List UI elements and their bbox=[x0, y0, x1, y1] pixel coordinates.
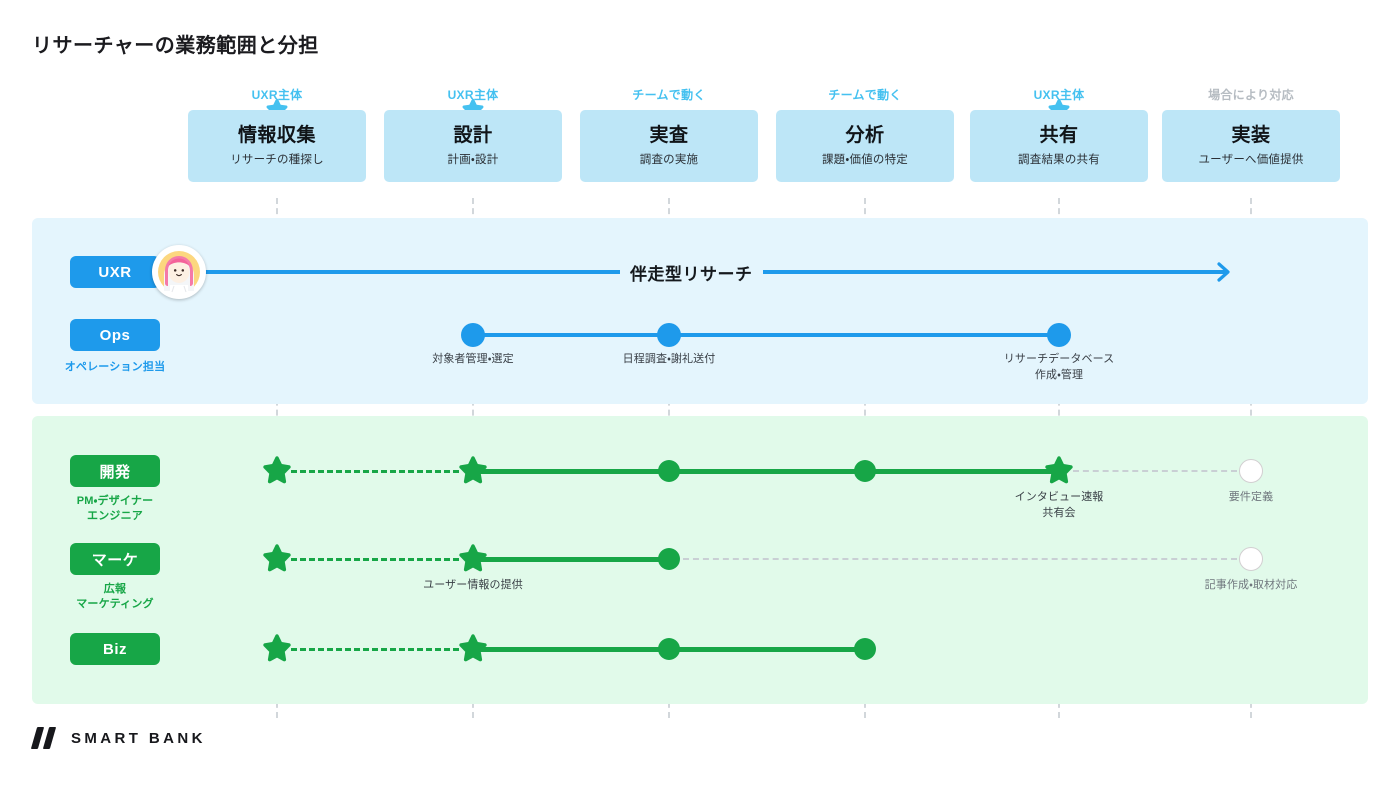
stage-name-3: 実査 bbox=[649, 124, 689, 146]
pending-link-1 bbox=[1073, 470, 1237, 472]
stage-sub-5: 調査結果の共有 bbox=[1018, 154, 1100, 167]
role-chip-biz[interactable]: Biz bbox=[70, 633, 160, 665]
milestone-label-2-4: 記事作成・取材対応 bbox=[1204, 579, 1298, 591]
stage-header-row: UXR主体情報収集リサーチの種探し UXR主体設計計画・設計 チームで動く実査調査の… bbox=[0, 86, 1400, 198]
stage-name-2: 設計 bbox=[453, 124, 493, 146]
stage-card-3[interactable]: 実査調査の実施 bbox=[580, 110, 758, 182]
ops-node-label-3: リサーチデータベース作成・管理 bbox=[1003, 353, 1115, 381]
stage-sub-6: ユーザーへ価値提供 bbox=[1198, 154, 1304, 167]
stage-name-4: 分析 bbox=[845, 124, 885, 146]
dashed-link-2 bbox=[291, 558, 459, 561]
milestone-star-icon-3-2[interactable] bbox=[456, 632, 490, 666]
page-title: リサーチャーの業務範囲と分担 bbox=[32, 35, 319, 57]
smartbank-mark-icon bbox=[30, 727, 60, 749]
milestone-label-1-5: インタビュー速報共有会 bbox=[1014, 491, 1104, 519]
milestone-hollow-1-6[interactable] bbox=[1239, 459, 1263, 483]
ops-node-label-1: 対象者管理・選定 bbox=[432, 353, 514, 365]
stage-card-1[interactable]: 情報収集リサーチの種探し bbox=[188, 110, 366, 182]
dashed-link-1 bbox=[291, 470, 459, 473]
milestone-star-icon-1-5[interactable] bbox=[1042, 454, 1076, 488]
uxr-arrow-head-icon bbox=[1216, 261, 1238, 283]
ops-node-2[interactable] bbox=[657, 323, 681, 347]
milestone-dot-3-4[interactable] bbox=[854, 638, 876, 660]
stage-owner-label-2: UXR主体 bbox=[447, 88, 499, 102]
milestone-dot-2-3[interactable] bbox=[658, 548, 680, 570]
ops-node-label-2: 日程調査・謝礼送付 bbox=[622, 353, 716, 365]
brand-name: SMART BANK bbox=[71, 729, 206, 747]
star-icon bbox=[263, 544, 291, 572]
uxr-center-label: 伴走型リサーチ bbox=[620, 260, 763, 285]
milestone-star-icon-2-2[interactable] bbox=[456, 542, 490, 576]
ops-node-3[interactable] bbox=[1047, 323, 1071, 347]
stage-name-5: 共有 bbox=[1039, 124, 1079, 146]
role-chip-ops[interactable]: Ops bbox=[70, 319, 160, 351]
dashed-link-3 bbox=[291, 648, 459, 651]
ops-node-1[interactable] bbox=[461, 323, 485, 347]
uxr-avatar bbox=[152, 245, 206, 299]
stage-owner-label-1: UXR主体 bbox=[251, 88, 303, 102]
stage-card-5[interactable]: 共有調査結果の共有 bbox=[970, 110, 1148, 182]
milestone-label-2-2: ユーザー情報の提供 bbox=[423, 579, 523, 591]
avatar-illustration-icon bbox=[155, 248, 203, 296]
stage-owner-label-3: チームで動く bbox=[632, 88, 706, 102]
milestone-dot-3-3[interactable] bbox=[658, 638, 680, 660]
milestone-label-1-6: 要件定義 bbox=[1228, 491, 1274, 503]
stage-sub-2: 計画・設計 bbox=[447, 154, 499, 167]
uxr-ops-panel bbox=[32, 218, 1368, 404]
stage-name-1: 情報収集 bbox=[237, 124, 316, 146]
stage-sub-1: リサーチの種探し bbox=[230, 154, 324, 167]
role-chip-dev[interactable]: 開発 bbox=[70, 455, 160, 487]
team-panel bbox=[32, 416, 1368, 704]
brand-logo: SMART BANK bbox=[30, 727, 206, 749]
stage-sub-3: 調査の実施 bbox=[639, 154, 699, 167]
role-chip-sub-ops: オペレーション担当 bbox=[64, 361, 166, 373]
pending-link-2 bbox=[683, 558, 1237, 560]
solid-link-1 bbox=[473, 469, 1059, 474]
role-chip-uxr[interactable]: UXR bbox=[70, 256, 160, 288]
milestone-star-icon-1-1[interactable] bbox=[260, 454, 294, 488]
star-icon bbox=[263, 634, 291, 662]
stage-card-2[interactable]: 設計計画・設計 bbox=[384, 110, 562, 182]
stage-card-6[interactable]: 実装ユーザーへ価値提供 bbox=[1162, 110, 1340, 182]
stage-owner-label-5: UXR主体 bbox=[1033, 88, 1085, 102]
star-icon bbox=[459, 544, 487, 572]
ops-timeline-line bbox=[473, 333, 1059, 337]
milestone-star-icon-3-1[interactable] bbox=[260, 632, 294, 666]
stage-name-6: 実装 bbox=[1231, 124, 1271, 146]
star-icon bbox=[263, 456, 291, 484]
milestone-star-icon-2-1[interactable] bbox=[260, 542, 294, 576]
role-chip-marketing[interactable]: マーケ bbox=[70, 543, 160, 575]
stage-owner-label-4: チームで動く bbox=[828, 88, 902, 102]
role-chip-sub-marketing: 広報マーケティング bbox=[76, 583, 154, 610]
stage-card-4[interactable]: 分析課題・価値の特定 bbox=[776, 110, 954, 182]
milestone-dot-1-3[interactable] bbox=[658, 460, 680, 482]
milestone-hollow-2-4[interactable] bbox=[1239, 547, 1263, 571]
stage-owner-label-6: 場合により対応 bbox=[1208, 88, 1294, 102]
star-icon bbox=[1045, 456, 1073, 484]
star-icon bbox=[459, 634, 487, 662]
solid-link-2 bbox=[473, 557, 669, 562]
star-icon bbox=[459, 456, 487, 484]
role-chip-sub-dev: PM・デザイナーエンジニア bbox=[76, 495, 154, 522]
stage-sub-4: 課題・価値の特定 bbox=[821, 154, 908, 167]
milestone-dot-1-4[interactable] bbox=[854, 460, 876, 482]
milestone-star-icon-1-2[interactable] bbox=[456, 454, 490, 488]
